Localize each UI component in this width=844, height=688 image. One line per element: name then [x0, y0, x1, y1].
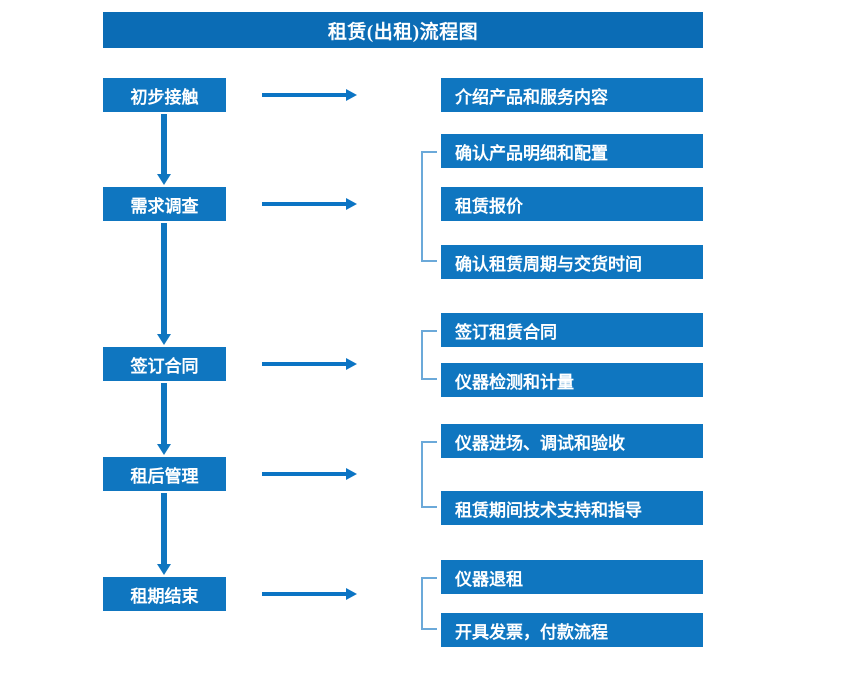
- page-title: 租赁(出租)流程图: [103, 12, 703, 48]
- detail-node-invoice-payment-process[interactable]: 开具发票，付款流程: [441, 613, 703, 647]
- link-arrow-stage2-to-details: [262, 198, 357, 210]
- stage-node-lease-end[interactable]: 租期结束: [103, 577, 226, 611]
- link-arrow-stage3-to-details: [262, 358, 357, 370]
- detail-node-technical-support-during-lease[interactable]: 租赁期间技术支持和指导: [441, 491, 703, 525]
- flow-arrow-stage2-to-stage3: [157, 223, 171, 345]
- stage-node-requirement-survey[interactable]: 需求调查: [103, 187, 226, 221]
- link-arrow-stage5-to-details: [262, 588, 357, 600]
- detail-node-instrument-inspection-metrology[interactable]: 仪器检测和计量: [441, 363, 703, 397]
- stage-node-post-lease-management[interactable]: 租后管理: [103, 457, 226, 491]
- flow-arrow-stage3-to-stage4: [157, 383, 171, 455]
- flow-arrow-stage4-to-stage5: [157, 493, 171, 575]
- group-bracket-requirement-survey: [421, 151, 437, 262]
- flow-arrow-stage1-to-stage2: [157, 114, 171, 185]
- detail-node-confirm-product-details-config[interactable]: 确认产品明细和配置: [441, 134, 703, 168]
- detail-node-confirm-lease-period-delivery[interactable]: 确认租赁周期与交货时间: [441, 245, 703, 279]
- detail-node-instrument-entry-commission-acceptance[interactable]: 仪器进场、调试和验收: [441, 424, 703, 458]
- group-bracket-post-lease-management: [421, 441, 437, 508]
- link-arrow-stage1-to-details: [262, 89, 357, 101]
- group-bracket-sign-contract: [421, 330, 437, 380]
- detail-node-instrument-return[interactable]: 仪器退租: [441, 560, 703, 594]
- group-bracket-lease-end: [421, 577, 437, 630]
- stage-node-initial-contact[interactable]: 初步接触: [103, 78, 226, 112]
- link-arrow-stage4-to-details: [262, 468, 357, 480]
- detail-node-lease-quotation[interactable]: 租赁报价: [441, 187, 703, 221]
- detail-node-sign-lease-agreement[interactable]: 签订租赁合同: [441, 313, 703, 347]
- detail-node-introduce-products-services[interactable]: 介绍产品和服务内容: [441, 78, 703, 112]
- stage-node-sign-contract[interactable]: 签订合同: [103, 347, 226, 381]
